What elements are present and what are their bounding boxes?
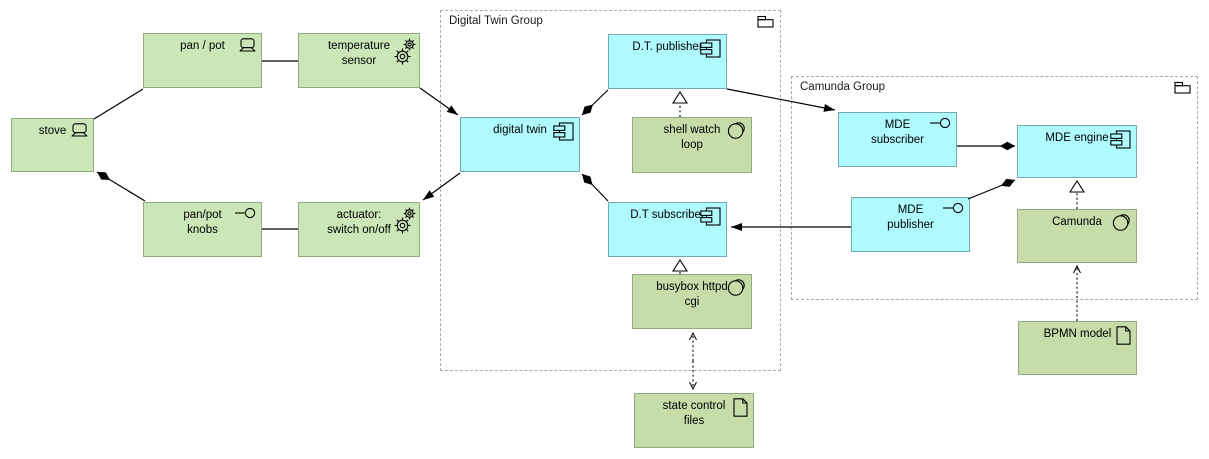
node-label: actuator: switch on/off [327, 209, 391, 236]
group-icon [757, 15, 774, 28]
node-bpmn-model[interactable]: BPMN model [1018, 321, 1137, 375]
node-state-control-files[interactable]: state control files [634, 393, 754, 448]
node-mde-subscriber[interactable]: MDE subscriber [838, 112, 957, 167]
group-title: Digital Twin Group [449, 15, 543, 27]
interface-icon [943, 202, 964, 214]
node-dt-subscriber[interactable]: D.T subscriber [608, 202, 727, 257]
node-label: BPMN model [1043, 328, 1112, 340]
group-icon [1174, 81, 1191, 94]
group-title: Camunda Group [800, 81, 886, 93]
node-label: state control files [662, 400, 726, 427]
node-label: D.T. publisher [632, 41, 703, 53]
node-digital-twin[interactable]: digital twin [460, 117, 580, 172]
artifact-icon [733, 398, 748, 417]
system-software-icon [726, 279, 746, 296]
interface-icon [235, 207, 256, 219]
node-label: D.T subscriber [630, 209, 705, 221]
node-actuator[interactable]: actuator: switch on/off [298, 202, 420, 257]
component-icon [1110, 130, 1131, 149]
node-camunda[interactable]: Camunda [1017, 209, 1137, 263]
node-pan-pot[interactable]: pan / pot [143, 33, 262, 88]
device-icon [239, 38, 256, 52]
node-label: Camunda [1052, 216, 1102, 228]
node-label: temperature sensor [327, 40, 390, 67]
node-stove[interactable]: stove [11, 118, 94, 172]
gears-icon [394, 37, 417, 66]
node-label: digital twin [493, 124, 547, 136]
node-busybox-httpd-cgi[interactable]: busybox httpd cgi [632, 274, 752, 329]
node-label: MDE publisher [887, 204, 934, 231]
node-label: pan/pot knobs [183, 209, 222, 236]
system-software-icon [1111, 214, 1131, 231]
artifact-icon [1116, 326, 1131, 345]
component-icon [700, 39, 721, 58]
camunda-group[interactable]: Camunda Group [791, 76, 1198, 300]
node-dt-publisher[interactable]: D.T. publisher [608, 34, 727, 89]
gears-icon [394, 206, 417, 235]
node-mde-publisher[interactable]: MDE publisher [851, 197, 970, 252]
node-shell-watch-loop[interactable]: shell watch loop [632, 117, 752, 173]
node-mde-engine[interactable]: MDE engine [1017, 125, 1137, 178]
component-icon [700, 207, 721, 226]
device-icon [71, 123, 88, 137]
node-label: stove [38, 125, 67, 137]
node-label: MDE subscriber [870, 119, 925, 146]
interface-icon [930, 117, 951, 129]
component-icon [553, 122, 574, 141]
node-label: shell watch loop [663, 124, 721, 151]
node-temperature-sensor[interactable]: temperature sensor [298, 33, 420, 88]
node-label: pan / pot [180, 40, 225, 52]
node-pan-pot-knobs[interactable]: pan/pot knobs [143, 202, 262, 257]
node-label: busybox httpd cgi [656, 281, 728, 308]
node-label: MDE engine [1045, 132, 1109, 144]
system-software-icon [726, 122, 746, 139]
